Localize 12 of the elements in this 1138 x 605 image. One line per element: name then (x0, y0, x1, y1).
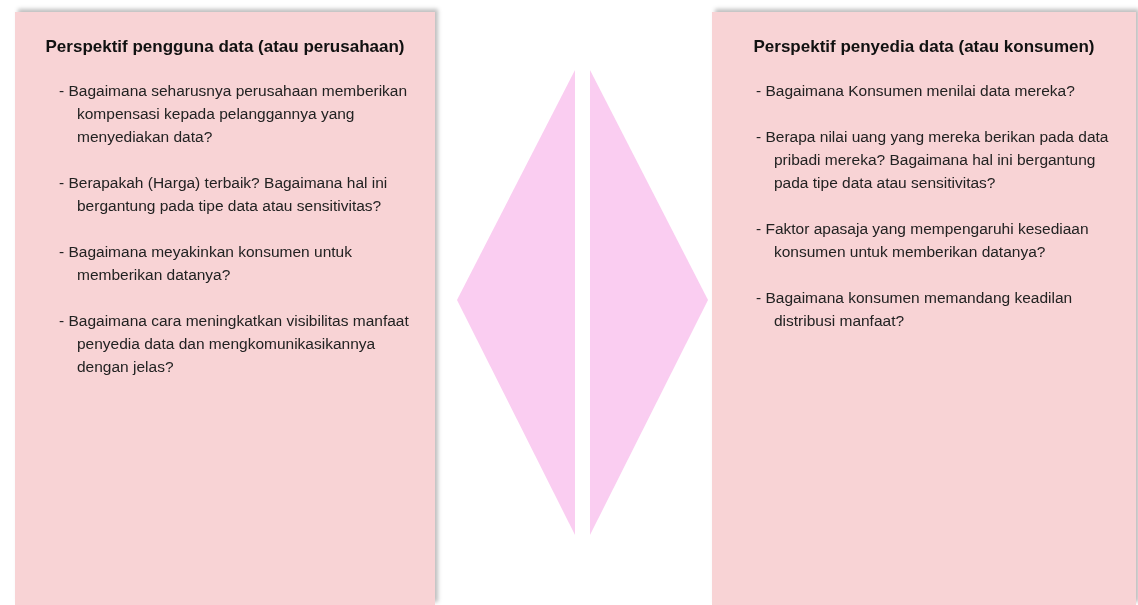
question-text: - Bagaimana konsumen memandang keadilan distribusi manfaat? (756, 288, 1074, 331)
question-panel (15, 12, 435, 605)
question-text: - Bagaimana seharusnya perusahaan memberikan kompensasi kepada pelanggannya yang menyediakan data? (59, 81, 409, 147)
question-text: - Berapa nilai uang yang mereka berikan pada data pribadi mereka? Bagaimana hal ini bergantung pada tipe data atau sensitivitas? (756, 127, 1110, 193)
panel-heading: Perspektif penyedia data (atau konsumen) (752, 36, 1096, 58)
question-text: - Bagaimana Konsumen menilai data mereka? (756, 81, 1076, 101)
question-text: - Bagaimana cara meningkatkan visibilitas manfaat penyedia data dan mengkomunikasikannya dengan jelas? (59, 311, 410, 377)
panel-heading: Perspektif pengguna data (atau perusahaan) (44, 36, 406, 58)
question-panel (712, 12, 1136, 605)
question-text: - Faktor apasaja yang mempengaruhi kesediaan konsumen untuk memberikan datanya? (756, 219, 1090, 262)
question-text: - Berapakah (Harga) terbaik? Bagaimana hal ini bergantung pada tipe data atau sensitivitas? (59, 173, 389, 216)
question-text: - Bagaimana meyakinkan konsumen untuk memberikan datanya? (59, 242, 353, 285)
